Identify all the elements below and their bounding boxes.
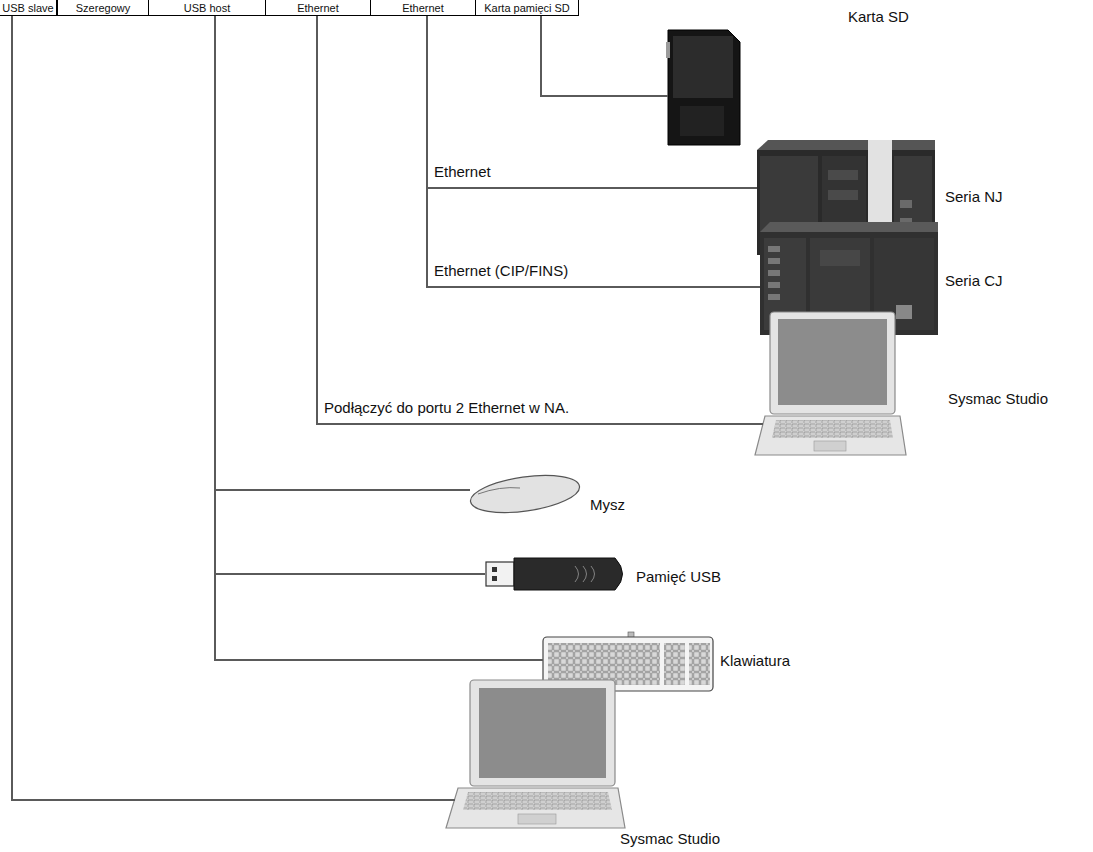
device-group: Pamięć USB: [485, 556, 631, 592]
nj-controller-picture-part: [900, 200, 912, 208]
connector-line: [215, 16, 470, 490]
laptop-picture: [446, 680, 625, 828]
device-label: Mysz: [590, 496, 625, 514]
sd-card-picture-part: [668, 30, 740, 145]
port-name: Ethernet: [402, 1, 444, 15]
cj-controller-picture-part: [768, 270, 780, 276]
laptop-picture-part: [778, 319, 887, 405]
usb-stick-picture: [486, 558, 623, 590]
connector-line: [427, 16, 760, 287]
cj-controller-picture-part: [760, 222, 938, 232]
laptop-picture: [755, 312, 906, 455]
mouse-picture-part: [478, 488, 520, 494]
connection-label: Podłączyć do portu 2 Ethernet w NA.: [322, 399, 571, 417]
port-cell: USB host: [148, 0, 266, 16]
laptop-picture-part: [470, 680, 615, 786]
port-name: USB host: [184, 1, 230, 15]
laptop-picture-part: [446, 788, 625, 828]
usb-stick-picture-part: [492, 567, 497, 572]
device-label: Sysmac Studio: [620, 830, 720, 848]
sd-card-picture-part: [680, 106, 724, 136]
nj-controller-picture-part: [757, 140, 935, 150]
device-group: Sysmac Studio: [455, 678, 627, 830]
mouse-picture-part: [468, 470, 582, 519]
device-label: Seria CJ: [945, 272, 1003, 290]
device-label: Sysmac Studio: [948, 390, 1048, 408]
device-group: Sysmac Studio: [763, 312, 906, 455]
laptop-picture-part: [770, 312, 895, 414]
port-name: Ethernet: [297, 1, 339, 15]
usb-stick-picture-part: [492, 576, 497, 581]
laptop-picture-part: [755, 416, 906, 455]
connector-line: [215, 16, 485, 574]
port-cell: Ethernet: [370, 0, 476, 16]
device-group: Karta SD: [668, 30, 740, 146]
port-name: Szeregowy: [76, 1, 130, 15]
keyboard-picture-part: [664, 643, 685, 685]
connector-line: [427, 16, 757, 188]
sd-card-picture-part: [673, 36, 733, 98]
laptop-picture-part: [463, 792, 612, 810]
laptop-picture-part: [814, 441, 846, 451]
usb-stick-picture-part: [514, 558, 623, 590]
device-label: Karta SD: [848, 8, 909, 26]
device-label: Klawiatura: [720, 652, 790, 670]
nj-controller-picture-part: [828, 190, 858, 200]
cj-controller-picture-part: [768, 246, 780, 252]
laptop-picture-part: [518, 814, 556, 824]
keyboard-picture-part: [689, 643, 710, 685]
connection-label: Ethernet (CIP/FINS): [432, 262, 570, 280]
keyboard-picture-part: [548, 643, 660, 685]
device-label: Seria NJ: [945, 188, 1003, 206]
cj-controller-picture-part: [768, 258, 780, 264]
cj-controller-picture-part: [820, 250, 860, 266]
laptop-picture-part: [479, 688, 606, 778]
mouse-picture: [468, 470, 582, 519]
laptop-picture-part: [772, 420, 893, 438]
connection-label: Ethernet: [432, 163, 493, 181]
device-label: Pamięć USB: [636, 568, 721, 586]
device-group: Seria NJ: [757, 140, 935, 255]
usb-stick-picture-part: [486, 562, 514, 586]
connector-line: [317, 16, 763, 424]
port-cell: USB slave: [0, 0, 57, 16]
cj-controller-picture-part: [768, 294, 780, 300]
device-group: Seria CJ: [760, 222, 938, 335]
connector-line: [541, 16, 668, 96]
sd-card-picture-part: [666, 42, 670, 58]
cj-controller-picture-part: [896, 305, 912, 319]
port-name: Karta pamięci SD: [484, 1, 570, 15]
connector-line: [215, 16, 543, 660]
port-cell: Ethernet: [265, 0, 371, 16]
device-group: Klawiatura: [543, 636, 715, 692]
sd-card-picture: [666, 30, 740, 145]
port-name: USB slave: [2, 1, 53, 15]
nj-controller-picture-part: [828, 170, 858, 180]
port-cell: Karta pamięci SD: [475, 0, 579, 16]
device-group: Mysz: [470, 474, 582, 516]
usb-stick-picture-part: [575, 566, 595, 582]
cj-controller-picture-part: [768, 282, 780, 288]
port-cell: Szeregowy: [57, 0, 149, 16]
